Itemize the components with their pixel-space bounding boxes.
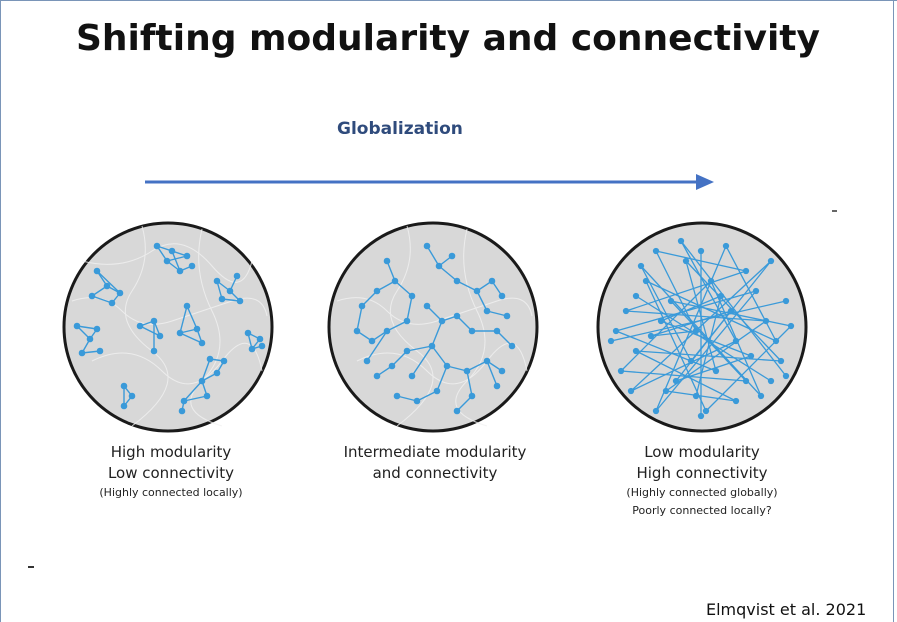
caption-low-modularity: Low modularity High connectivity (Highly… <box>596 442 808 520</box>
slide-right-border <box>893 0 894 622</box>
caption-note: (Highly connected globally) <box>626 486 778 499</box>
low-modularity-network <box>596 221 808 433</box>
caption-line2: and connectivity <box>372 464 498 482</box>
caption-note-question: Poorly connected locally? <box>632 504 772 517</box>
globalization-arrow <box>145 174 714 190</box>
caption-note: (Highly connected locally) <box>99 486 243 499</box>
caption-line1: Low modularity <box>644 443 760 461</box>
caption-high-modularity: High modularity Low connectivity (Highly… <box>66 442 276 502</box>
slide-left-border <box>0 0 1 622</box>
caption-line1: Intermediate modularity <box>343 443 527 461</box>
stray-dash-mark <box>28 566 34 568</box>
stray-dash-mark <box>832 210 837 212</box>
caption-line2: Low connectivity <box>107 464 235 482</box>
citation: Elmqvist et al. 2021 <box>706 600 867 619</box>
slide-top-border <box>0 0 897 1</box>
intermediate-modularity-network <box>327 221 539 433</box>
caption-line1: High modularity <box>110 443 232 461</box>
caption-intermediate: Intermediate modularity and connectivity <box>322 442 548 484</box>
caption-line2: High connectivity <box>636 464 768 482</box>
high-modularity-network <box>62 221 274 433</box>
slide-title: Shifting modularity and connectivity <box>76 18 820 59</box>
globalization-label: Globalization <box>337 119 463 139</box>
